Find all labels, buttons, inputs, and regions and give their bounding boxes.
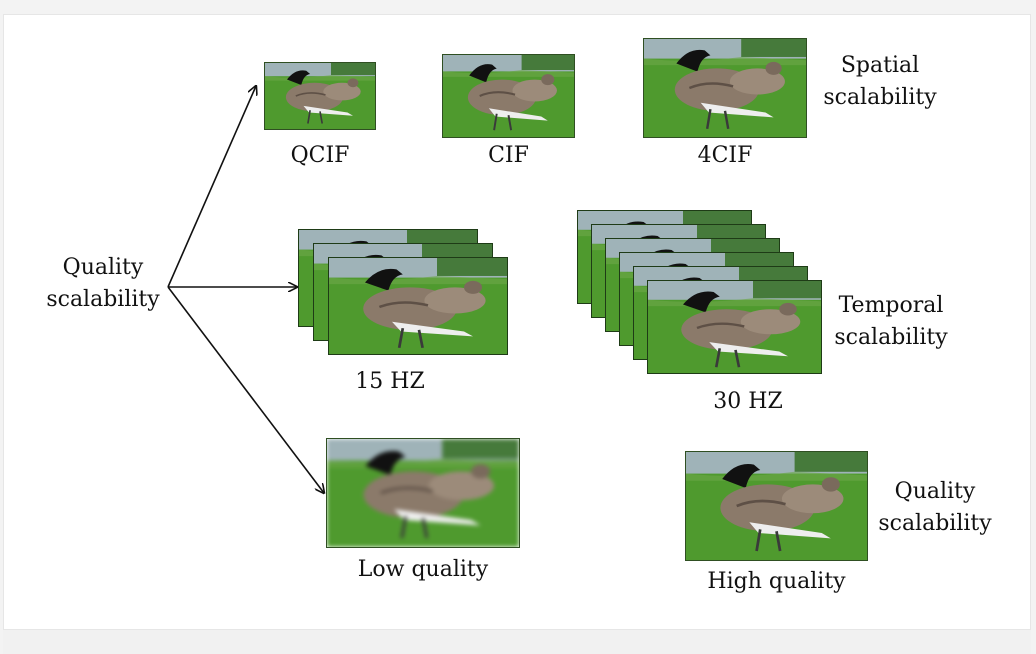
arrow-to-spatial <box>167 86 256 288</box>
footer-strip <box>3 630 1031 654</box>
goose-image-low-quality <box>326 438 520 548</box>
goose-image-qcif <box>264 62 376 130</box>
spatial-scalability-caption: Spatial scalability <box>823 53 937 110</box>
goose-image-high-quality <box>685 451 868 561</box>
label-low-quality: Low quality <box>357 557 489 582</box>
label-cif: CIF <box>488 143 529 168</box>
goose-image-4cif <box>643 38 807 138</box>
goose-illustration <box>265 63 375 129</box>
label-qcif: QCIF <box>290 143 350 168</box>
goose-illustration <box>644 39 806 137</box>
label-15hz: 15 HZ <box>355 369 425 394</box>
arrow-to-quality <box>167 286 324 493</box>
goose-illustration <box>686 452 867 560</box>
label-30hz: 30 HZ <box>713 389 783 414</box>
goose-illustration <box>648 281 821 373</box>
temporal-scalability-caption: Temporal scalability <box>834 293 948 350</box>
goose-illustration <box>443 55 574 137</box>
label-high-quality: High quality <box>707 569 846 594</box>
goose-illustration <box>329 258 507 354</box>
stacked-frame <box>647 280 822 374</box>
goose-image-cif <box>442 54 575 138</box>
stacked-frame <box>328 257 508 355</box>
label-4cif: 4CIF <box>697 143 753 168</box>
root-label: Quality scalability <box>46 255 160 312</box>
goose-illustration <box>327 439 519 547</box>
quality-scalability-caption: Quality scalability <box>878 479 992 536</box>
